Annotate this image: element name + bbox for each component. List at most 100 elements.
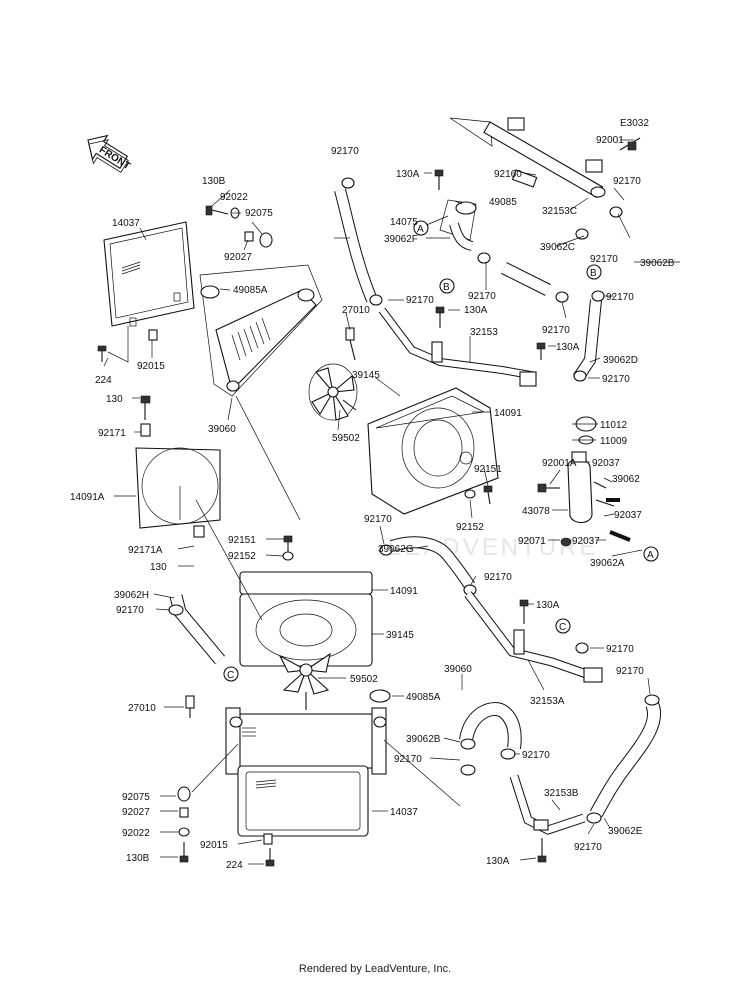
diagram-code: E3032 xyxy=(620,118,649,129)
part-label: 92170 xyxy=(394,754,422,765)
part-label: 92037 xyxy=(572,536,600,547)
part-label: 39062F xyxy=(384,234,418,245)
part-label: 130B xyxy=(126,853,150,864)
pipe-32153 xyxy=(378,307,537,387)
part-label: 39062A xyxy=(590,558,625,569)
bolt-92151-icon xyxy=(483,485,493,505)
clamp-icons-upper xyxy=(341,177,623,382)
part-label: 49085A xyxy=(406,692,441,703)
screen-mesh-lower-icon xyxy=(255,779,277,789)
part-label: 92170 xyxy=(484,572,512,583)
clamp-92170-mid-icon xyxy=(575,642,589,654)
part-label: 92170 xyxy=(116,605,144,616)
part-label: 14037 xyxy=(390,807,418,818)
radiator-fins-lower-icon xyxy=(242,727,256,737)
pipe-32153a xyxy=(464,591,603,683)
washer-92022-lower-icon xyxy=(178,827,190,837)
part-label: 130A xyxy=(536,600,560,611)
radiator-lower xyxy=(225,707,387,775)
hose-92160 xyxy=(511,169,538,188)
hose-39062g xyxy=(390,536,475,590)
hose-39062f xyxy=(334,188,378,303)
part-label: 11012 xyxy=(600,420,628,431)
part-label: 92022 xyxy=(220,192,248,203)
part-label: 92022 xyxy=(122,828,150,839)
part-label: 14037 xyxy=(112,218,140,229)
part-label: 130 xyxy=(150,562,167,573)
part-label: 92170 xyxy=(406,295,434,306)
part-label: 39062C xyxy=(540,242,575,253)
grommet-92152-icon xyxy=(464,489,476,499)
radiator-fins-icon xyxy=(231,317,271,361)
part-label: 130A xyxy=(396,169,420,180)
part-label: 92170 xyxy=(613,176,641,187)
collar-92171-icon xyxy=(140,423,151,437)
part-label: 39062B xyxy=(406,734,441,745)
pipe-32153c xyxy=(449,117,641,199)
callout-label: B xyxy=(590,268,597,279)
part-label: 92037 xyxy=(614,510,642,521)
part-label: 39062G xyxy=(378,544,414,555)
part-label: 32153C xyxy=(542,206,577,217)
bolt-92151-lower-icon xyxy=(283,535,293,552)
callout-c-left: C xyxy=(223,666,239,682)
part-label: 39062B xyxy=(640,258,675,269)
fan-blade-lower-icon xyxy=(278,652,331,710)
part-label: 32153 xyxy=(470,327,498,338)
part-label: 14091 xyxy=(494,408,522,419)
reserve-tank-43078 xyxy=(567,451,615,524)
part-label: 59502 xyxy=(350,674,378,685)
bolt-224-lower-icon xyxy=(265,848,275,867)
bolt-130-upper-icon xyxy=(140,395,151,420)
part-label: 27010 xyxy=(128,703,156,714)
part-label: 92170 xyxy=(606,292,634,303)
part-label: 59502 xyxy=(332,433,360,444)
part-label: 14091 xyxy=(390,586,418,597)
part-label: 92027 xyxy=(122,807,150,818)
part-label: 92170 xyxy=(542,325,570,336)
part-labels: 92001 92170 130A 92160 92170 49085 14075… xyxy=(70,135,675,871)
part-label: 92170 xyxy=(602,374,630,385)
callout-label: B xyxy=(443,282,450,293)
part-label: 11009 xyxy=(600,436,628,447)
part-label: 92015 xyxy=(137,361,165,372)
part-label: 92170 xyxy=(574,842,602,853)
part-label: 49085 xyxy=(489,197,517,208)
bolt-130b-lower-icon xyxy=(179,842,189,863)
part-label: 43078 xyxy=(522,506,550,517)
part-label: 92151 xyxy=(228,535,256,546)
bolt-130a-mid-icon xyxy=(519,599,529,624)
part-label: 92075 xyxy=(245,208,273,219)
part-label: 39062D xyxy=(603,355,638,366)
radiator-cap-lower-icon xyxy=(369,689,391,703)
part-label: 39062 xyxy=(612,474,640,485)
bolt-130b-icon xyxy=(205,205,229,216)
part-label: 39145 xyxy=(386,630,414,641)
part-label: 92027 xyxy=(224,252,252,263)
leader-lines xyxy=(103,139,680,865)
part-label: 32153B xyxy=(544,788,579,799)
part-label: 14091A xyxy=(70,492,105,503)
front-arrow-icon: FRONT xyxy=(87,134,132,173)
part-label: 130A xyxy=(486,856,510,867)
part-label: 92037 xyxy=(592,458,620,469)
part-label: 130A xyxy=(556,342,580,353)
bolt-130a-lower-icon xyxy=(537,838,547,863)
clip-icon xyxy=(148,329,158,341)
part-label: 92151 xyxy=(474,464,502,475)
fan-shroud-14091a xyxy=(135,447,221,538)
part-label: 92075 xyxy=(122,792,150,803)
hose-39062b-upper xyxy=(619,221,692,274)
part-label: 39062E xyxy=(608,826,643,837)
part-label: 39145 xyxy=(352,370,380,381)
screen-mesh-icon xyxy=(121,261,141,275)
part-label: 39060 xyxy=(208,424,236,435)
part-label: 49085A xyxy=(233,285,268,296)
radiator-screen-upper xyxy=(103,221,195,327)
fan-switch-27010-icon xyxy=(345,327,356,361)
fan-shroud-lower-14091 xyxy=(239,571,373,595)
radiator-screen-lower xyxy=(237,765,369,845)
part-label: 14075 xyxy=(390,217,418,228)
